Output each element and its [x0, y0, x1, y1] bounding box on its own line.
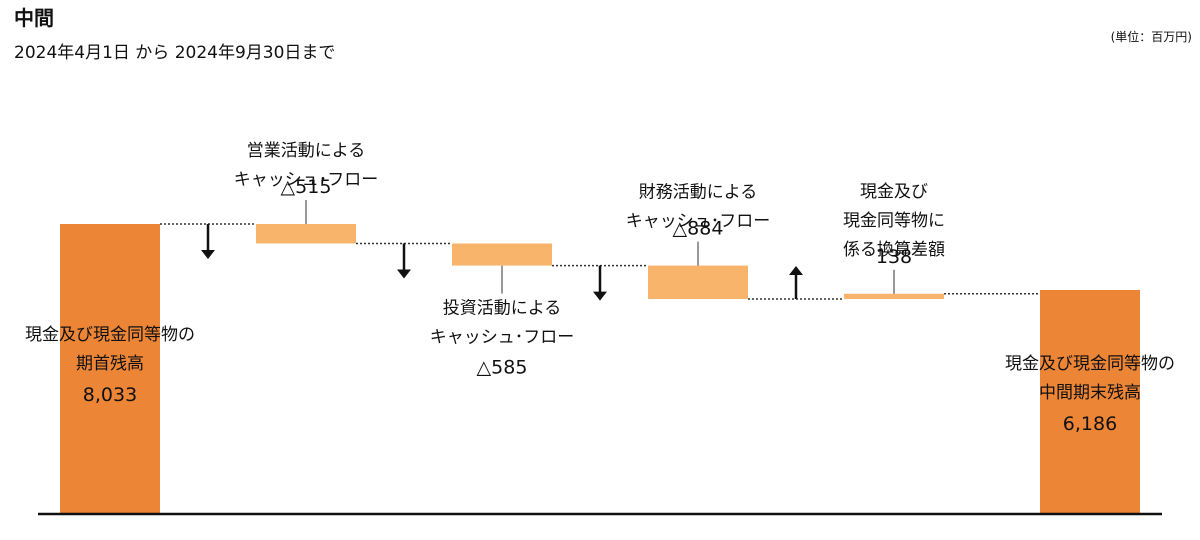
arrowhead-down-icon: [397, 269, 411, 279]
delta-bar: [452, 243, 552, 266]
step-label: キャッシュ･フロー: [234, 170, 379, 190]
page-title: 中間: [14, 6, 54, 30]
period-subtitle: 2024年4月1日 から 2024年9月30日まで: [14, 43, 336, 63]
step-label: キャッシュ･フロー: [626, 212, 771, 232]
step-label: キャッシュ･フロー: [430, 328, 575, 348]
step-label: 現金及び現金同等物の: [1005, 354, 1175, 374]
total-bar: [60, 224, 160, 514]
value-label: △515: [281, 176, 332, 198]
step-label: 現金同等物に: [843, 211, 945, 231]
value-label: 8,033: [83, 384, 137, 406]
arrowhead-down-icon: [593, 291, 607, 301]
step-label: 投資活動による: [443, 299, 562, 319]
value-label: △585: [477, 357, 528, 379]
arrowhead-up-icon: [789, 265, 803, 275]
value-label: △884: [673, 218, 724, 240]
value-label: 138: [876, 246, 912, 268]
value-label: 6,186: [1063, 413, 1117, 435]
step-label: 現金及び: [860, 182, 928, 202]
step-label: 現金及び現金同等物の: [25, 325, 195, 345]
step-label: 中間期末残高: [1039, 383, 1141, 403]
delta-bar: [256, 224, 356, 244]
delta-bar: [648, 265, 748, 299]
arrowhead-down-icon: [201, 250, 215, 259]
delta-bar: [844, 293, 944, 299]
step-label: 係る換算差額: [843, 240, 945, 260]
step-label: 期首残高: [76, 354, 144, 374]
unit-label: (単位：百万円): [1110, 30, 1192, 44]
total-bar: [1040, 290, 1140, 514]
step-label: 財務活動による: [639, 183, 758, 203]
step-label: 営業活動による: [247, 141, 366, 161]
